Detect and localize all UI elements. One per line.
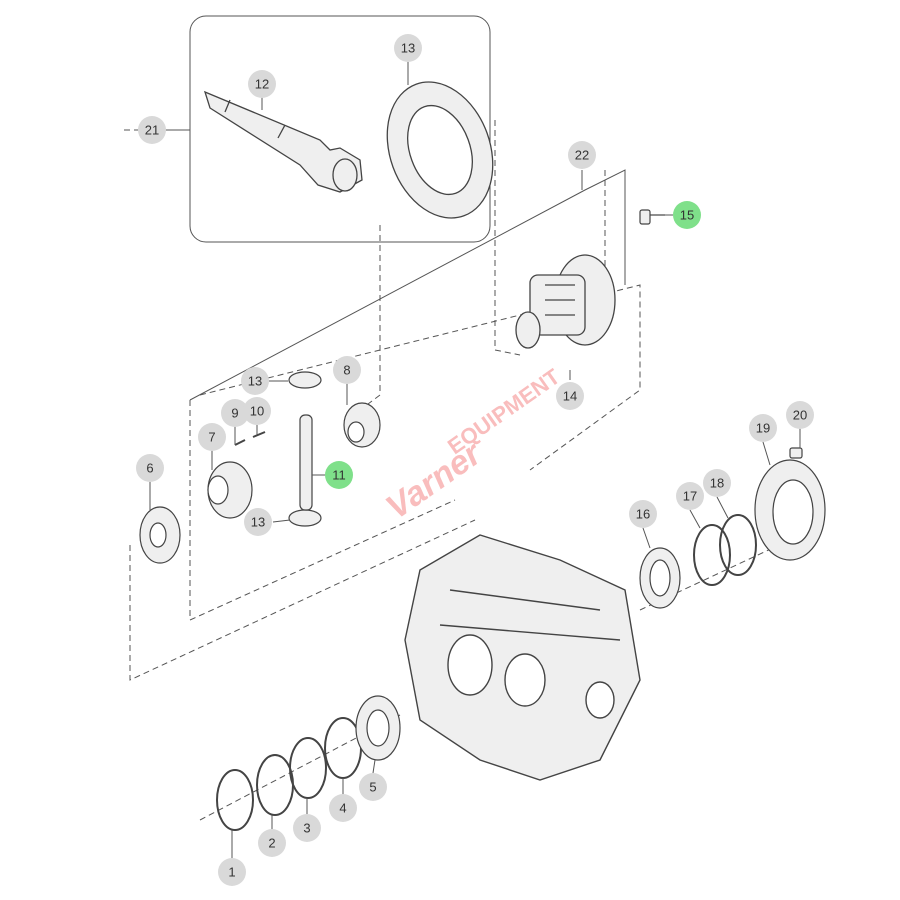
- callout-9: 9: [221, 399, 249, 427]
- pinion-shaft: [203, 90, 363, 193]
- callout-label: 11: [332, 468, 346, 483]
- side-gear-8: [343, 402, 381, 448]
- callout-16: 16: [629, 500, 657, 528]
- callout-circle: [138, 116, 166, 144]
- callout-circle: [248, 70, 276, 98]
- callout-3: 3: [293, 814, 321, 842]
- callout-10: 10: [243, 397, 271, 425]
- callout-12: 12: [248, 70, 276, 98]
- callout-circle: [325, 461, 353, 489]
- watermark: Varner EQUIPMENT: [379, 363, 565, 526]
- thrust-washer-13: [288, 371, 322, 527]
- callout-leader-lines: [149, 62, 801, 858]
- cover-19: [754, 459, 826, 561]
- callout-circle: [568, 141, 596, 169]
- bearing-5: [355, 695, 401, 761]
- callout-label: 22: [575, 148, 589, 163]
- callout-label: 14: [563, 389, 577, 404]
- callout-20: 20: [786, 401, 814, 429]
- callout-circle: [673, 201, 701, 229]
- callout-circle: [333, 356, 361, 384]
- callout-label: 1: [228, 865, 235, 880]
- callout-14: 14: [556, 382, 584, 410]
- callout-label: 19: [756, 421, 770, 436]
- watermark-text: EQUIPMENT: [443, 363, 565, 459]
- pins-9-10: [234, 431, 266, 446]
- callout-8: 8: [333, 356, 361, 384]
- callout-circle: [198, 423, 226, 451]
- callout-label: 12: [255, 77, 269, 92]
- callout-circle: [329, 794, 357, 822]
- callout-19: 19: [749, 414, 777, 442]
- assembly-frame-lines: [189, 15, 626, 401]
- callout-circle: [749, 414, 777, 442]
- bearing-16: [639, 547, 681, 609]
- callout-label: 13: [251, 515, 265, 530]
- callout-label: 2: [268, 836, 275, 851]
- callout-label: 21: [145, 123, 159, 138]
- callout-label: 18: [710, 476, 724, 491]
- callout-circle: [221, 399, 249, 427]
- callout-circle: [676, 482, 704, 510]
- callout-label: 13: [248, 374, 262, 389]
- callout-22: 22: [568, 141, 596, 169]
- callout-2: 2: [258, 829, 286, 857]
- callout-circle: [258, 829, 286, 857]
- callout-11-highlighted: 11: [325, 461, 353, 489]
- callout-6: 6: [136, 454, 164, 482]
- callout-circle: [629, 500, 657, 528]
- callout-7: 7: [198, 423, 226, 451]
- callout-17: 17: [676, 482, 704, 510]
- callout-circle: [218, 858, 246, 886]
- callout-circle: [556, 382, 584, 410]
- callout-18: 18: [703, 469, 731, 497]
- callout-circle: [359, 773, 387, 801]
- callout-label: 17: [683, 489, 697, 504]
- callout-circle: [244, 508, 272, 536]
- callout-13: 13: [241, 367, 269, 395]
- callout-label: 10: [250, 404, 264, 419]
- callout-label: 3: [303, 821, 310, 836]
- callout-circle: [136, 454, 164, 482]
- callout-label: 15: [680, 208, 694, 223]
- callout-label: 16: [636, 507, 650, 522]
- callout-label: 4: [339, 801, 346, 816]
- callout-4: 4: [329, 794, 357, 822]
- callout-circle: [241, 367, 269, 395]
- callout-circle: [394, 34, 422, 62]
- differential-case: [515, 254, 616, 349]
- ring-gear: [386, 81, 494, 219]
- transmission-housing: [404, 534, 641, 781]
- callout-13: 13: [394, 34, 422, 62]
- callout-label: 8: [343, 363, 350, 378]
- callout-circle: [703, 469, 731, 497]
- callout-circle: [243, 397, 271, 425]
- callout-5: 5: [359, 773, 387, 801]
- callout-15-highlighted: 15: [673, 201, 701, 229]
- callout-21: 21: [138, 116, 166, 144]
- pinion-shaft-11: [299, 414, 313, 511]
- callout-label: 7: [208, 430, 215, 445]
- flange-6: [139, 506, 181, 564]
- callout-label: 13: [401, 41, 415, 56]
- callout-label: 5: [369, 780, 376, 795]
- side-gear-7: [207, 461, 253, 519]
- assembly-guide-lines: [120, 120, 791, 821]
- plug-20: [789, 447, 803, 459]
- callout-1: 1: [218, 858, 246, 886]
- bolt: [639, 209, 665, 225]
- callout-13: 13: [244, 508, 272, 536]
- callout-circle: [293, 814, 321, 842]
- callout-label: 20: [793, 408, 807, 423]
- callout-circle: [786, 401, 814, 429]
- callout-label: 9: [231, 406, 238, 421]
- snap-rings-17-18: [693, 514, 757, 586]
- callout-label: 6: [146, 461, 153, 476]
